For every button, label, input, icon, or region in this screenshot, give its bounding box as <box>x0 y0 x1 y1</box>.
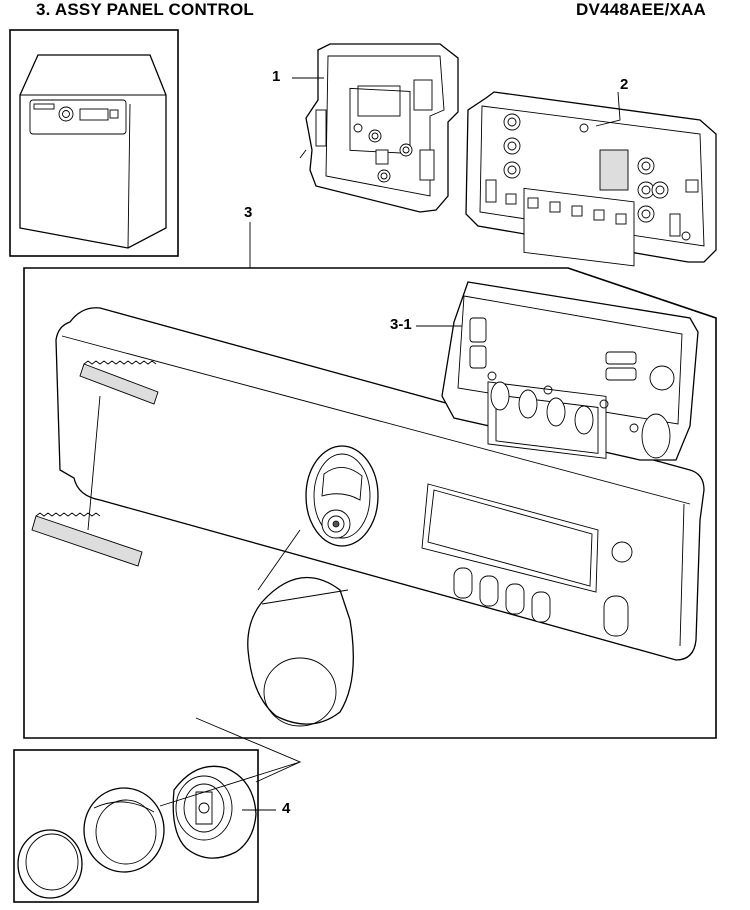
part-1-pcb <box>299 43 459 213</box>
strip-leader <box>87 395 101 531</box>
dryer-overview-inset <box>9 29 179 257</box>
knob-body <box>172 765 257 859</box>
section-title: 3. ASSY PANEL CONTROL <box>36 0 254 19</box>
callout-part-3: 3 <box>244 204 253 221</box>
callout-part-3-1: 3-1 <box>390 316 412 333</box>
callout-part-2: 2 <box>620 76 629 93</box>
part-2-pcb <box>465 91 717 267</box>
callout-part-1: 1 <box>272 68 281 85</box>
label-strip-upper <box>79 360 159 405</box>
label-strip-lower <box>31 512 143 567</box>
part-4-knob-box <box>13 749 259 903</box>
part-3-assembly-box <box>23 267 717 739</box>
model-number: DV448AEE/XAA <box>576 0 706 19</box>
leader-lines <box>159 77 621 811</box>
control-panel-body <box>55 307 705 661</box>
callout-part-4: 4 <box>282 800 291 817</box>
knob-cap <box>17 829 83 899</box>
part-3-1-display-pcb <box>441 281 699 461</box>
knob-bezel <box>247 529 354 727</box>
knob-ring <box>83 787 165 873</box>
